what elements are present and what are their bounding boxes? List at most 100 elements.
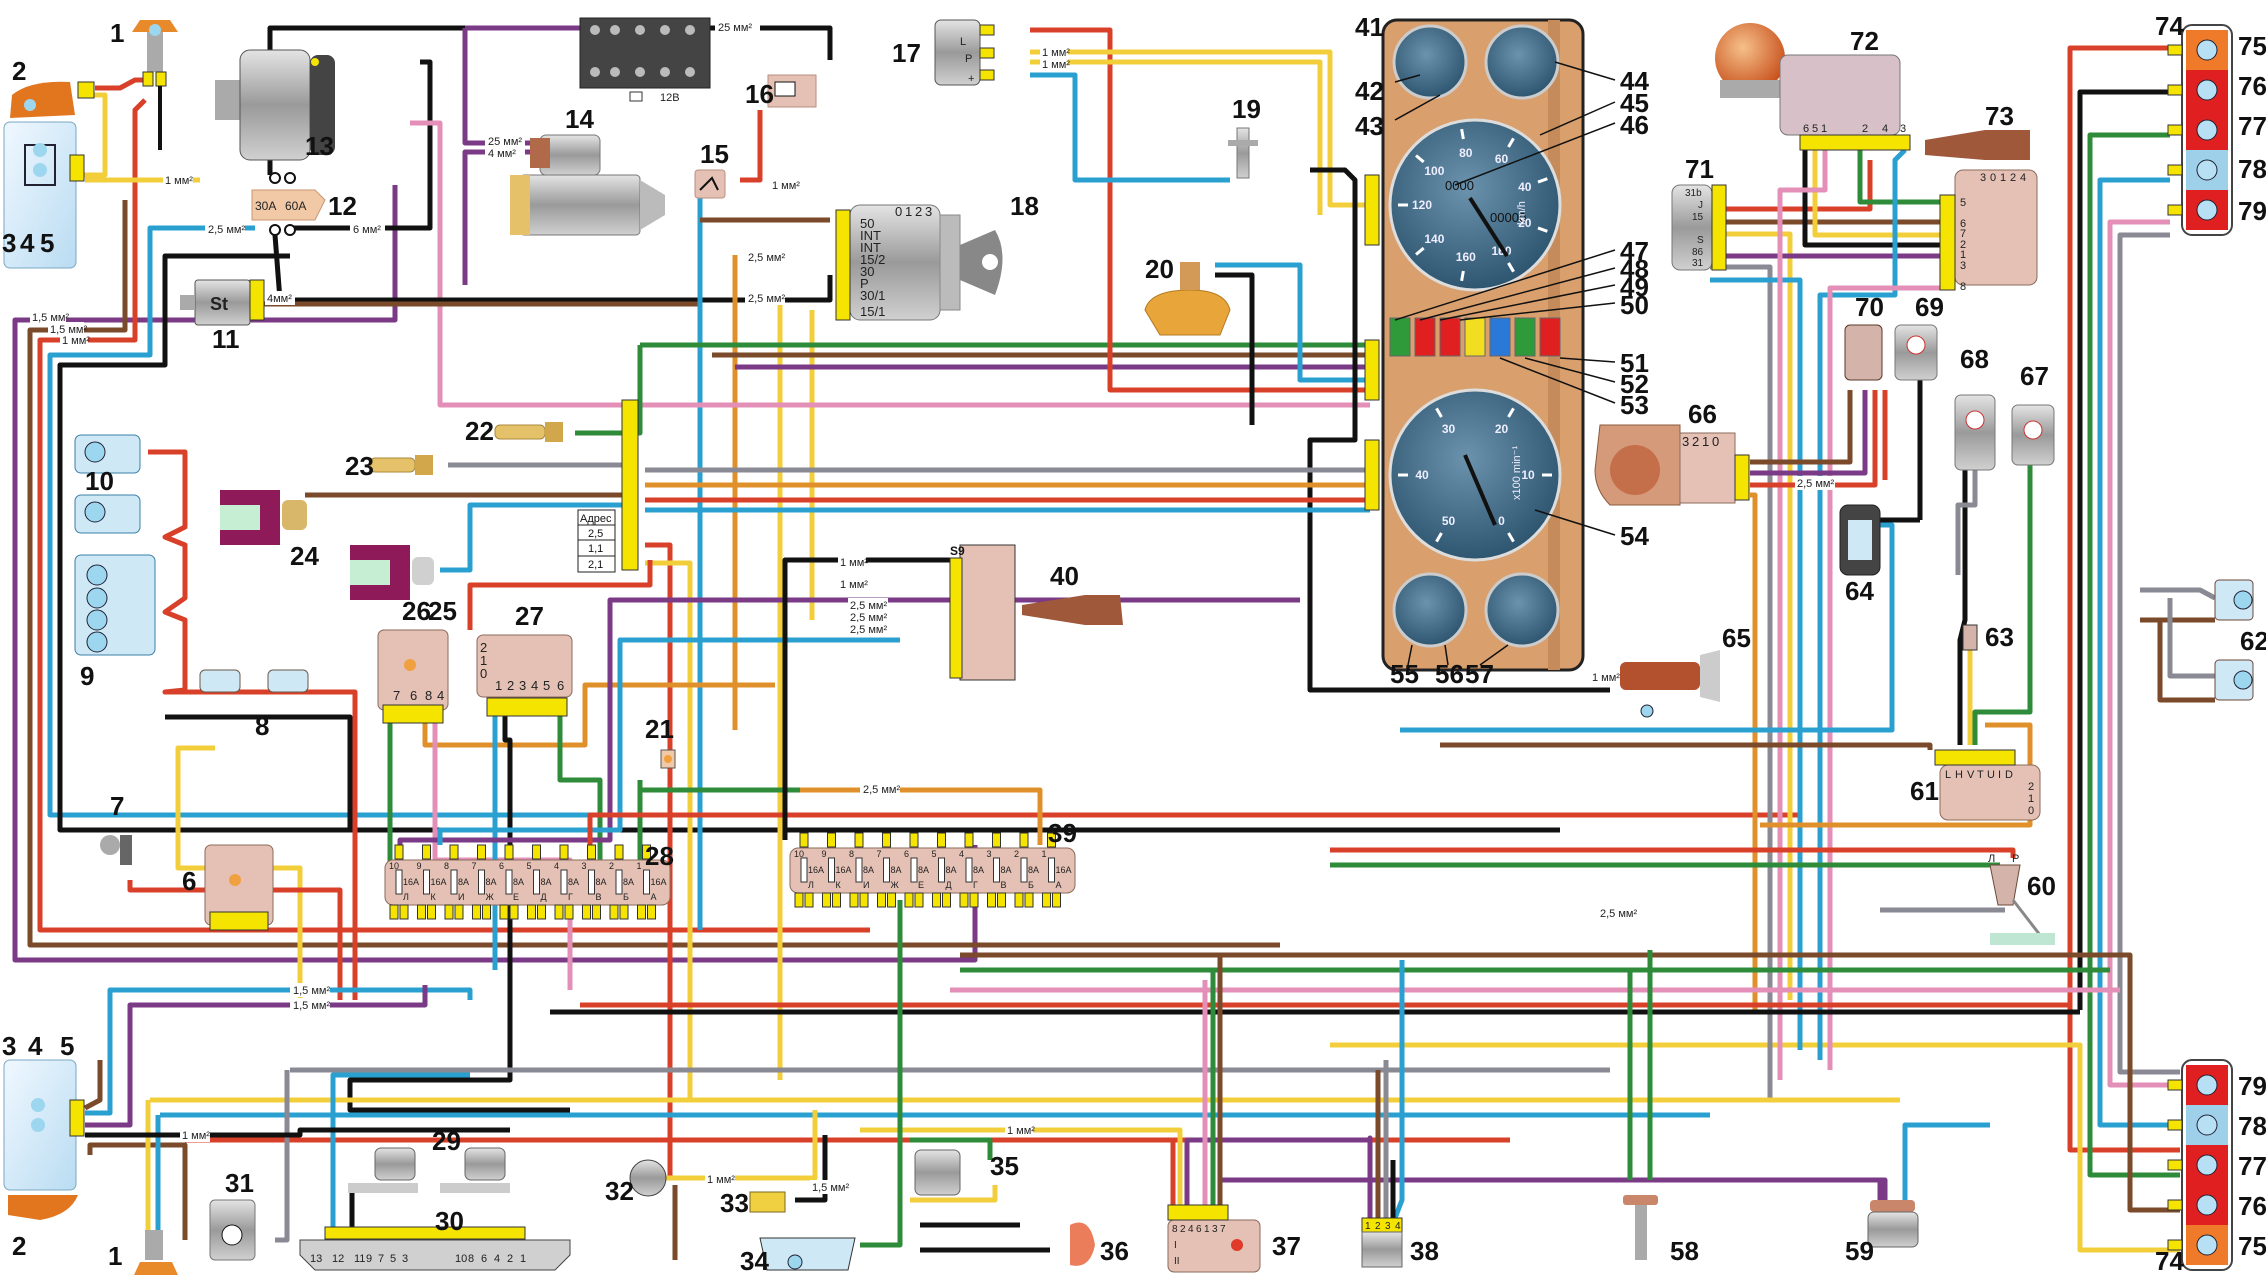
label-70: 70: [1855, 292, 1884, 322]
label-16: 16: [745, 79, 774, 109]
wire-yellow-72: [1812, 150, 1945, 238]
pin-61-D: D: [2005, 769, 2013, 781]
wire-red-27: [467, 560, 653, 630]
warning-lamp-53: [1489, 317, 1511, 357]
pin-73-5: 5: [1960, 197, 1966, 209]
label-18: 18: [1010, 191, 1039, 221]
fuse-connector-bottom: [794, 892, 804, 908]
label-72: 72: [1850, 26, 1879, 56]
pin-60-L: Л: [1988, 853, 1995, 865]
pin-18-4: 30: [860, 264, 874, 279]
label-79-top: 79: [2238, 196, 2266, 226]
wire-size-1-5mm-b: 1,5 мм²: [293, 1000, 330, 1012]
bulb-icon: [2196, 199, 2218, 221]
wire-brown-hl: [83, 1060, 103, 1111]
wire-brown-left: [27, 200, 1280, 948]
component-17-flasher: L P + 17: [892, 19, 995, 86]
label-56: 56: [1435, 659, 1464, 689]
gauge-tick-label: 0: [1498, 514, 1505, 528]
fuse-letter: Г: [568, 892, 573, 902]
component-73-wiper-switch: 3 0 1 2 4 5 6 7 2 1 3 8 73: [1925, 101, 2038, 293]
fuse-connector-bottom: [969, 892, 979, 908]
pos-66d: 0: [1712, 434, 1719, 449]
component-21-bulb: 21: [645, 714, 676, 769]
component-14-starter: 14: [510, 104, 665, 236]
fuse-rating: 16A: [403, 877, 419, 887]
gauge-tick: [1415, 154, 1425, 164]
component-20-reservoir: 20: [1144, 254, 1231, 336]
fuse-number: 5: [527, 861, 532, 871]
fuse-connector-bottom: [987, 892, 996, 908]
label-26: 26: [402, 596, 431, 626]
label-9: 9: [80, 661, 94, 691]
pin-30: 5: [390, 1253, 396, 1265]
label-12: 12: [328, 191, 357, 221]
fuse-rating: 8A: [596, 877, 607, 887]
label-51: 51: [1620, 348, 1649, 378]
pin-73-7: 7: [1960, 228, 1966, 240]
pos-73-0: 0: [1990, 172, 1996, 184]
label-34: 34: [740, 1246, 769, 1275]
pos-73-4: 4: [2020, 172, 2026, 184]
wire-grey-31: [275, 1070, 290, 1243]
label-55: 55: [1390, 659, 1419, 689]
fuse-connector-bottom: [997, 892, 1006, 908]
pin-72-1: 1: [1821, 123, 1827, 135]
fuse-connector-bottom: [389, 904, 399, 920]
fuse: [828, 857, 835, 883]
gauge-tick: [1507, 137, 1515, 148]
wire-red-mid: [587, 812, 1800, 845]
bulb-icon: [2196, 1234, 2218, 1256]
component-10-lamps: 10: [74, 434, 141, 534]
wire-black-st: [272, 234, 833, 303]
label-29: 29: [432, 1126, 461, 1156]
gauge-tick-label: 50: [1442, 514, 1456, 528]
gauge-tick-label: 40: [1415, 468, 1429, 482]
label-32: 32: [605, 1176, 634, 1206]
fuse-number: 6: [499, 861, 504, 871]
fuse-connector-top: [504, 844, 514, 860]
component-37-switch: 8 2 4 6 1 3 7 I II 37: [1167, 1204, 1301, 1273]
speed-unit: km/h: [1516, 201, 1528, 225]
pin-18-7: 15/1: [860, 304, 885, 319]
fuse-number: 7: [877, 849, 882, 859]
wire-size-2-5mm-h: 2,5 мм²: [850, 624, 887, 636]
pin-18-1: INT: [860, 228, 881, 243]
pin-27-2: 2: [507, 678, 514, 693]
label-62: 62: [2240, 626, 2266, 656]
wire-size-1mm-j: 1 мм²: [840, 579, 868, 591]
component-6-relay: 6: [182, 844, 274, 931]
label-5-bottom: 5: [60, 1031, 74, 1061]
label-15: 15: [700, 139, 729, 169]
pin-38-2: 2: [1375, 1221, 1381, 1232]
fuse-connector-top: [449, 844, 459, 860]
pos-66: 3: [1682, 434, 1689, 449]
wire-purple-starter: [462, 28, 530, 146]
fuse-number: 9: [417, 861, 422, 871]
fuse-connector-bottom: [609, 904, 619, 920]
component-36-button: 36: [1070, 1222, 1129, 1266]
gauge-tick-label: 100: [1424, 164, 1444, 178]
wire-size-6mm: 6 мм²: [353, 224, 381, 236]
component-9-instrument-lamps: 9: [74, 554, 156, 691]
fuse: [1048, 857, 1055, 883]
pin-27-4: 4: [531, 678, 538, 693]
label-28: 28: [645, 841, 674, 871]
label-42: 42: [1355, 76, 1384, 106]
label-6: 6: [182, 866, 196, 896]
wire-black-27: [347, 715, 570, 1113]
label-75-bottom: 75: [2238, 1231, 2266, 1261]
label-69: 69: [1915, 292, 1944, 322]
fuse-connector-bottom: [904, 892, 914, 908]
fuse-letter: В: [1001, 880, 1007, 890]
wire-brown-31: [87, 1142, 188, 1240]
pin-17-L: L: [960, 36, 966, 48]
bulb-icon: [2196, 39, 2218, 61]
fuse-letter: Г: [973, 880, 978, 890]
fuse-connector-bottom: [1014, 892, 1024, 908]
fuse: [505, 869, 513, 895]
fuse: [643, 869, 650, 895]
fuse-letter: И: [458, 892, 464, 902]
voltmeter-gauge: [1484, 24, 1560, 100]
